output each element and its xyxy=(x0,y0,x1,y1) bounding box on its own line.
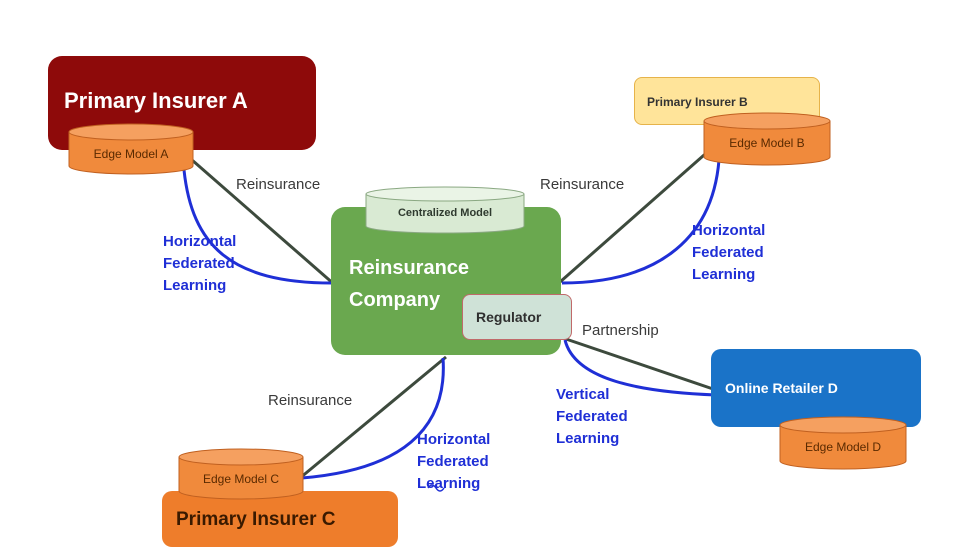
primary-insurer-b-label: Primary Insurer B xyxy=(647,95,748,109)
centralized-model[interactable]: Centralized Model xyxy=(365,186,525,234)
curve-federated-c xyxy=(301,357,445,480)
federated-label-c: Horizontal Federated Learning xyxy=(417,429,490,495)
line-reinsurance-c xyxy=(299,355,447,480)
edge-model-c[interactable]: Edge Model C xyxy=(178,448,304,500)
federated-label-c-line2: Federated xyxy=(417,453,489,470)
squiggle-mark xyxy=(427,484,445,492)
edge-model-c-label: Edge Model C xyxy=(202,472,280,486)
federated-label-a-line1: Horizontal xyxy=(163,233,237,250)
federated-label-b-line3: Learning xyxy=(692,266,756,283)
federated-label-d-line1: Vertical xyxy=(556,386,610,403)
federated-label-a: Horizontal Federated Learning xyxy=(163,231,236,297)
regulator-box[interactable]: Regulator xyxy=(462,294,572,340)
primary-insurer-c-label: Primary Insurer C xyxy=(176,509,336,530)
primary-insurer-a-label: Primary Insurer A xyxy=(64,88,248,113)
edge-model-d[interactable]: Edge Model D xyxy=(779,416,907,470)
edge-model-a[interactable]: Edge Model A xyxy=(68,123,194,175)
reinsurance-label-b: Reinsurance xyxy=(540,176,625,193)
federated-label-a-line3: Learning xyxy=(163,277,227,294)
cylinder-shape xyxy=(178,448,304,500)
line-partnership-d xyxy=(562,336,717,392)
edge-model-d-label: Edge Model D xyxy=(804,440,882,454)
online-retailer-d-box[interactable]: Online Retailer D xyxy=(711,349,921,427)
cylinder-shape xyxy=(703,112,831,166)
edge-model-b[interactable]: Edge Model B xyxy=(703,112,831,166)
cylinder-shape xyxy=(365,186,525,234)
line-reinsurance-a xyxy=(191,158,336,287)
curve-federated-a xyxy=(182,169,333,285)
federated-label-d-line2: Federated xyxy=(556,408,628,425)
primary-insurer-c-box[interactable]: Primary Insurer C xyxy=(162,491,398,547)
reinsurance-label-a: Reinsurance xyxy=(236,176,321,193)
centralized-model-label: Centralized Model xyxy=(397,207,493,219)
reinsurance-company-label-line2: Company xyxy=(349,289,441,311)
federated-label-b-line2: Federated xyxy=(692,244,764,261)
reinsurance-label-c: Reinsurance xyxy=(268,392,353,409)
regulator-label: Regulator xyxy=(476,309,542,325)
federated-label-b: Horizontal Federated Learning xyxy=(692,220,765,286)
edge-model-a-label: Edge Model A xyxy=(93,147,169,161)
federated-label-d: Vertical Federated Learning xyxy=(556,384,628,450)
federated-label-c-line3: Learning xyxy=(417,475,481,492)
cylinder-shape xyxy=(779,416,907,470)
federated-label-a-line2: Federated xyxy=(163,255,235,272)
partnership-label-d: Partnership xyxy=(582,322,659,339)
federated-label-b-line1: Horizontal xyxy=(692,222,766,239)
edge-model-b-label: Edge Model B xyxy=(729,136,805,150)
reinsurance-company-label-line1: Reinsurance xyxy=(349,257,470,279)
line-reinsurance-b xyxy=(559,146,713,284)
curve-federated-b xyxy=(561,159,721,285)
federated-label-d-line3: Learning xyxy=(556,430,620,447)
online-retailer-d-label: Online Retailer D xyxy=(725,380,838,396)
curve-federated-d xyxy=(563,339,717,397)
cylinder-shape xyxy=(68,123,194,175)
federated-label-c-line1: Horizontal xyxy=(417,431,491,448)
